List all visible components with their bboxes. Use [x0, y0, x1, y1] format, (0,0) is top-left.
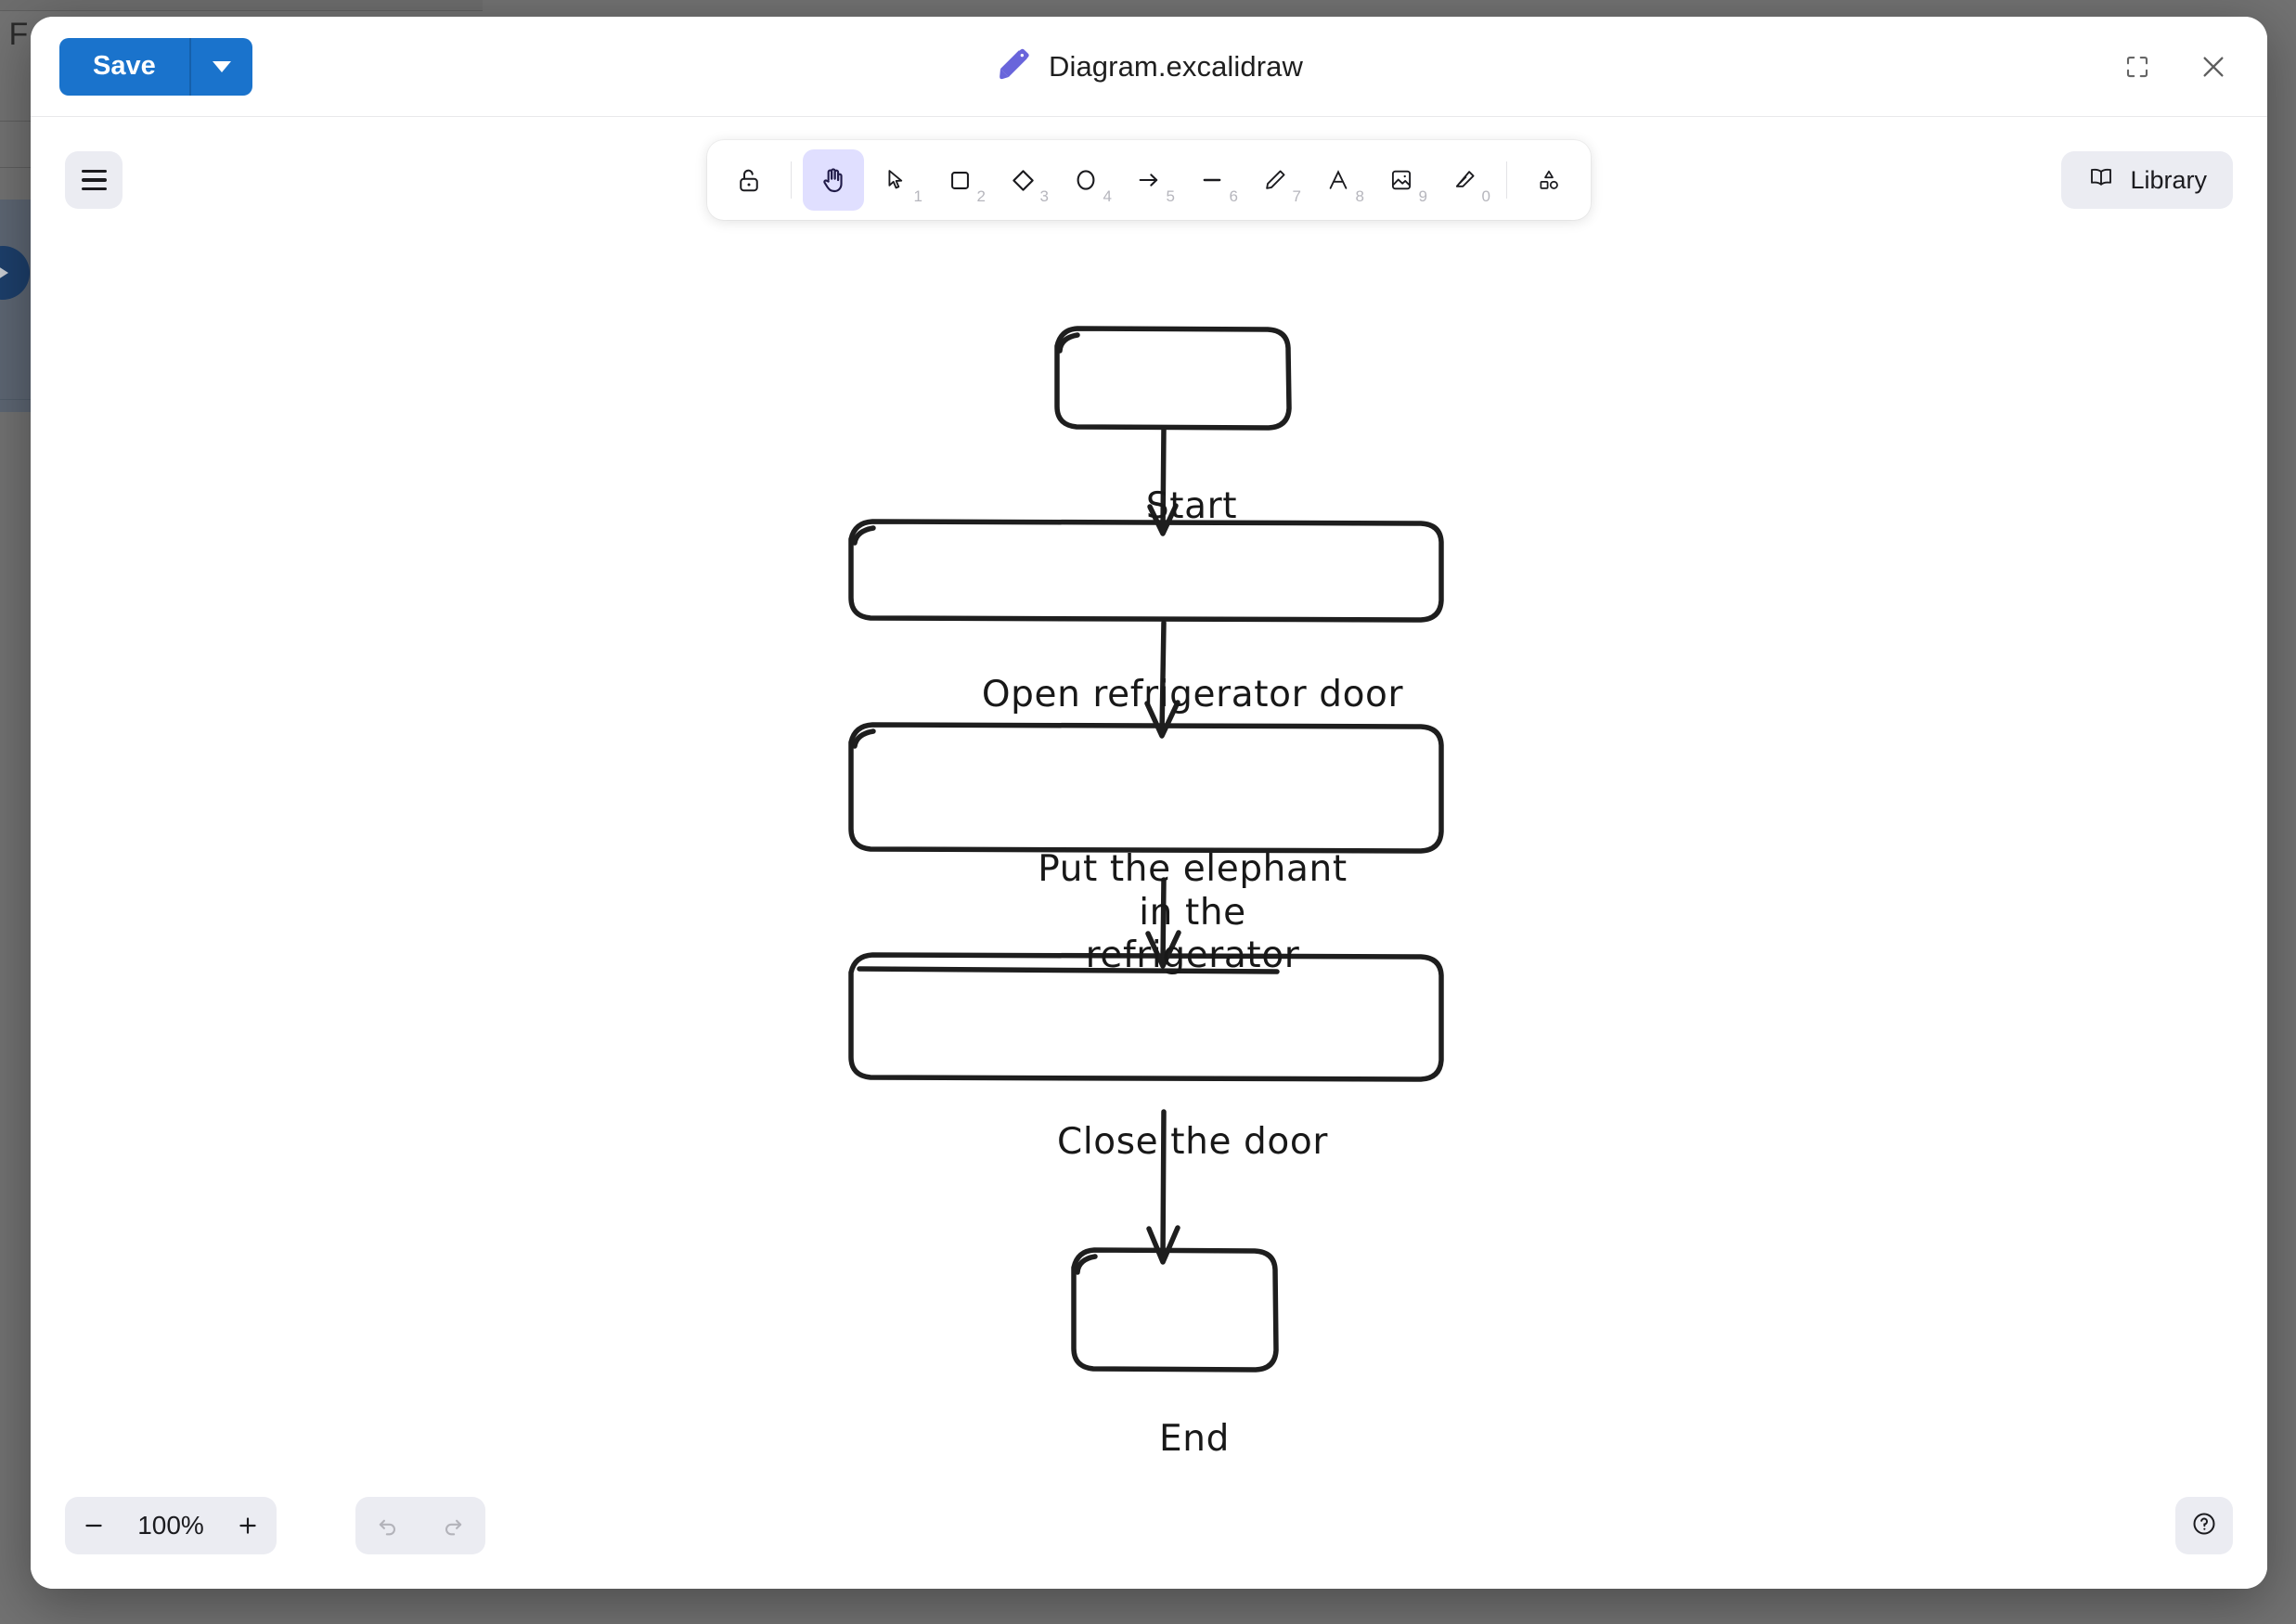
page-title: Diagram.excalidraw	[1048, 49, 1303, 83]
tool-image[interactable]: 9	[1371, 149, 1432, 211]
excalidraw-modal-window: Save Diagram.excalidraw	[31, 17, 2267, 1589]
flow-node-open-refrigerator-door[interactable]: Open refrigerator door	[900, 650, 1485, 741]
tool-rectangle[interactable]: 2	[929, 149, 990, 211]
flow-node-end[interactable]: End	[1093, 1383, 1296, 1496]
save-dropdown-button[interactable]	[191, 38, 252, 96]
window-title-group: Diagram.excalidraw	[31, 45, 2267, 87]
tool-key-rectangle: 2	[976, 187, 986, 205]
zoom-out-button[interactable]	[65, 1497, 123, 1554]
save-button-group[interactable]: Save	[59, 37, 252, 96]
history-controls[interactable]	[355, 1497, 485, 1554]
tool-key-draw: 7	[1292, 187, 1301, 205]
tool-selection[interactable]: 1	[866, 149, 927, 211]
library-label: Library	[2130, 165, 2207, 194]
flow-node-label: Start	[1145, 484, 1238, 527]
tool-key-selection: 1	[913, 187, 922, 205]
tool-text[interactable]: 8	[1308, 149, 1369, 211]
tool-diamond[interactable]: 3	[992, 149, 1053, 211]
flow-node-put-the-elephant-in-the-refrigerator[interactable]: Put the elephant in the refrigerator	[900, 848, 1485, 977]
tool-key-image: 9	[1418, 187, 1427, 205]
zoom-controls[interactable]: 100%	[65, 1497, 277, 1554]
flow-node-label: Put the elephant in the refrigerator	[1038, 847, 1348, 977]
zoom-level-value[interactable]: 100%	[137, 1511, 204, 1540]
tool-key-eraser: 0	[1481, 187, 1490, 205]
hamburger-menu-icon[interactable]	[65, 151, 123, 209]
excalidraw-canvas-area[interactable]: 1 2 3 4	[31, 117, 2267, 1589]
tool-lock[interactable]	[718, 149, 780, 211]
backdrop-header-strip	[0, 0, 483, 11]
help-button[interactable]	[2175, 1497, 2233, 1554]
tool-shapes[interactable]	[1518, 149, 1580, 211]
fullscreen-icon[interactable]	[2117, 46, 2158, 87]
tool-key-text: 8	[1355, 187, 1364, 205]
flow-node-label: End	[1159, 1417, 1230, 1460]
flow-node-label: Open refrigerator door	[981, 673, 1404, 715]
close-icon[interactable]	[2193, 46, 2234, 87]
tool-eraser[interactable]: 0	[1434, 149, 1495, 211]
flow-node-close-the-door[interactable]: Close the door	[900, 1084, 1485, 1201]
save-divider	[188, 37, 191, 96]
redo-button[interactable]	[420, 1497, 485, 1554]
tool-key-arrow: 5	[1166, 187, 1175, 205]
flow-node-start[interactable]: Start	[1076, 460, 1308, 553]
tool-line[interactable]: 6	[1181, 149, 1243, 211]
chevron-down-icon	[212, 60, 231, 72]
flow-node-label: Close the door	[1057, 1120, 1328, 1163]
zoom-in-button[interactable]	[219, 1497, 277, 1554]
window-titlebar: Save Diagram.excalidraw	[31, 17, 2267, 117]
hamburger-lines	[81, 164, 107, 197]
undo-button[interactable]	[355, 1497, 420, 1554]
tool-ellipse[interactable]: 4	[1055, 149, 1116, 211]
tool-hand[interactable]	[803, 149, 864, 211]
tool-key-ellipse: 4	[1103, 187, 1112, 205]
help-circle-icon	[2190, 1510, 2218, 1542]
tool-island[interactable]: 1 2 3 4	[707, 140, 1591, 220]
window-controls	[2117, 46, 2234, 87]
tool-arrow[interactable]: 5	[1118, 149, 1180, 211]
save-button[interactable]: Save	[93, 51, 156, 81]
tool-key-line: 6	[1229, 187, 1238, 205]
excalidraw-logo-icon	[995, 45, 1032, 87]
toolbar-divider-2	[1506, 161, 1507, 199]
book-icon	[2087, 163, 2115, 198]
tool-key-diamond: 3	[1039, 187, 1049, 205]
toolbar-divider-1	[791, 161, 792, 199]
library-button[interactable]: Library	[2061, 151, 2233, 209]
backdrop-partial-text: y F	[0, 17, 29, 52]
tool-draw[interactable]: 7	[1245, 149, 1306, 211]
